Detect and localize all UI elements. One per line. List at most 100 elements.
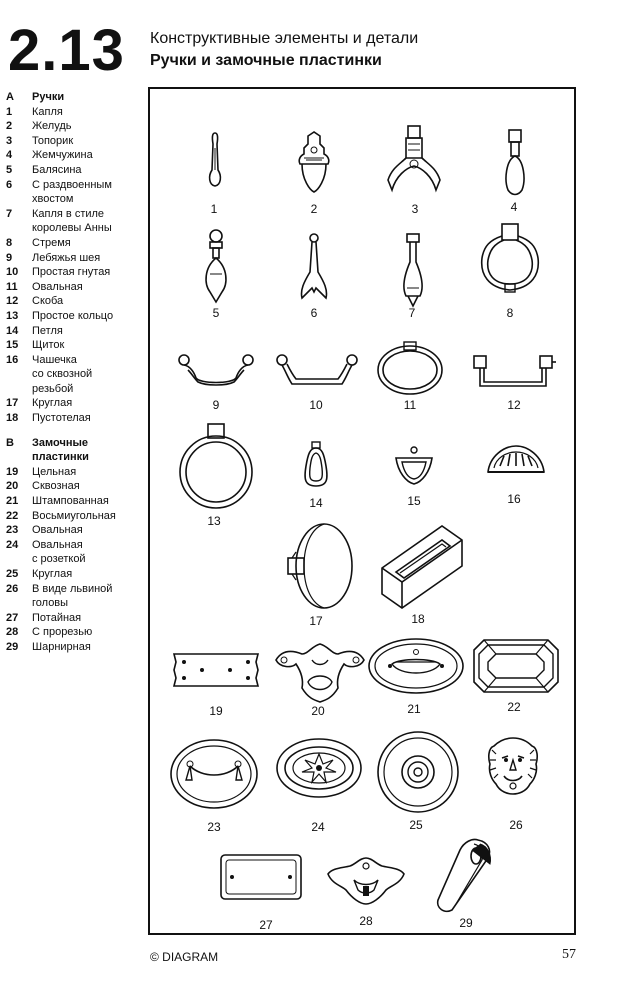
legend-item-label: Стремя bbox=[32, 236, 71, 249]
section-title: Ручки и замочные пластинки bbox=[150, 52, 382, 69]
figure-label: 3 bbox=[411, 202, 419, 216]
legend-item-number bbox=[6, 367, 32, 382]
legend-item-number: 8 bbox=[6, 236, 13, 249]
legend-item-number: 6 bbox=[6, 178, 13, 191]
legend-item-number: 26 bbox=[6, 582, 19, 595]
figure-label: 13 bbox=[207, 514, 221, 528]
figure-label: 29 bbox=[459, 916, 473, 930]
figure-label: 9 bbox=[212, 398, 220, 412]
legend-item-number: 28 bbox=[6, 626, 19, 639]
pearl-handle-illustration bbox=[498, 128, 532, 198]
legend-item-label: Желудь bbox=[32, 120, 72, 133]
legend-item-label: Шарнирная bbox=[32, 640, 91, 653]
legend-item-label: Петля bbox=[32, 324, 63, 337]
legend-group-b-heading: В Замочные bbox=[6, 436, 88, 449]
legend-item: 8 Стремя bbox=[6, 236, 148, 251]
legend-group-a-heading: А Ручки bbox=[6, 91, 65, 103]
legend-item-number: 15 bbox=[6, 339, 19, 352]
figure-label: 16 bbox=[507, 492, 521, 506]
drop-handle-illustration bbox=[200, 130, 230, 190]
queen-anne-drop-illustration bbox=[398, 232, 428, 308]
figure-label: 22 bbox=[507, 700, 521, 714]
legend-item-number: 13 bbox=[6, 309, 19, 322]
legend-item-label: Цельная bbox=[32, 465, 77, 478]
legend-item-number: 5 bbox=[6, 163, 13, 176]
legend-item-number: 4 bbox=[6, 149, 13, 162]
legend-item-label: Чашечка bbox=[32, 353, 77, 366]
pierced-plate-illustration bbox=[272, 640, 368, 704]
legend-item-number: 29 bbox=[6, 640, 19, 653]
legend-item-label: Круглая bbox=[32, 397, 73, 410]
loop-handle-illustration bbox=[298, 440, 334, 490]
legend-item: 27 Потайная bbox=[6, 611, 148, 626]
figure-label: 15 bbox=[407, 494, 421, 508]
legend-item-label: со сквозной bbox=[32, 368, 93, 381]
section-number: 2.13 bbox=[8, 18, 125, 83]
plain-ring-handle-illustration bbox=[176, 420, 256, 512]
copyright: © DIAGRAM bbox=[150, 950, 219, 964]
legend-item-number bbox=[6, 221, 32, 236]
stamped-plate-illustration bbox=[366, 636, 466, 696]
figure-label: 1 bbox=[210, 202, 218, 216]
figure-label: 23 bbox=[207, 820, 221, 834]
lion-head-plate-illustration bbox=[486, 736, 540, 796]
legend-item-label: Штампованная bbox=[32, 495, 109, 508]
rosette-plate-illustration bbox=[274, 736, 364, 800]
legend-item-label: Овальная bbox=[32, 280, 83, 293]
legend-item-label: Скоба bbox=[32, 295, 64, 308]
legend-item-number: 27 bbox=[6, 611, 19, 624]
legend-item: 2 Желудь bbox=[6, 119, 148, 134]
solid-plate-illustration bbox=[170, 650, 262, 690]
legend-item-label: Балясина bbox=[32, 163, 82, 176]
legend-item: 5 Балясина bbox=[6, 163, 148, 178]
figure-label: 8 bbox=[506, 306, 514, 320]
legend-item-label: Круглая bbox=[32, 568, 73, 580]
figure-label: 19 bbox=[209, 704, 223, 718]
legend-item-number: 1 bbox=[6, 105, 13, 118]
figure-label: 24 bbox=[311, 820, 325, 834]
round-knob-illustration bbox=[284, 520, 354, 612]
legend-item-label: Сквозная bbox=[32, 480, 80, 493]
figure-label: 12 bbox=[507, 398, 521, 412]
legend-item-label: Потайная bbox=[32, 611, 82, 624]
legend-item-label: Овальная bbox=[32, 538, 83, 551]
octagonal-plate-illustration bbox=[470, 636, 562, 696]
legend-item: 17 Круглая bbox=[6, 396, 148, 411]
legend-item-label: Пустотелая bbox=[32, 412, 91, 425]
legend-item: с розеткой bbox=[6, 552, 148, 567]
legend-item-label: Простая гнутая bbox=[32, 266, 111, 279]
legend-item: хвостом bbox=[6, 192, 148, 207]
legend-item-number: 17 bbox=[6, 397, 19, 410]
oval-plate-illustration bbox=[168, 736, 260, 812]
legend-item-number: 2 bbox=[6, 120, 13, 133]
legend-item-label: Топорик bbox=[32, 134, 74, 147]
legend-item-label: Капля в стиле bbox=[32, 207, 105, 220]
figure-label: 18 bbox=[411, 612, 425, 626]
hollow-handle-illustration bbox=[376, 520, 466, 612]
illustration-frame bbox=[148, 87, 576, 935]
figure-label: 21 bbox=[407, 702, 421, 716]
pierced-cup-handle-illustration bbox=[484, 442, 548, 478]
legend-item-number bbox=[6, 596, 32, 611]
stirrup-handle-illustration bbox=[470, 222, 550, 298]
figure-label: 2 bbox=[310, 202, 318, 216]
figure-label: 27 bbox=[259, 918, 273, 932]
legend-item-number bbox=[6, 382, 32, 397]
